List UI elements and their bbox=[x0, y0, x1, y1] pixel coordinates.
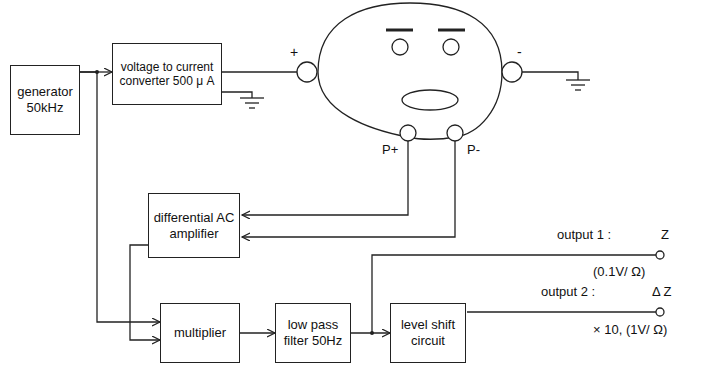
signal-connector bbox=[130, 245, 160, 340]
signal-name: Δ Z bbox=[651, 285, 673, 300]
electrode bbox=[447, 125, 463, 141]
ground-symbol bbox=[566, 79, 590, 80]
eye bbox=[443, 39, 459, 55]
generator-box: generator 50kHz bbox=[10, 65, 80, 135]
wire bbox=[467, 311, 656, 312]
box-text: generator 50kHz bbox=[15, 84, 75, 115]
electrode bbox=[502, 62, 522, 82]
output-terminal bbox=[656, 308, 664, 316]
head-outline bbox=[318, 3, 502, 139]
output-name: output 2 : bbox=[540, 285, 596, 300]
wire bbox=[242, 141, 455, 237]
box-text: level shift circuit bbox=[395, 317, 461, 348]
filter-box: low pass filter 50Hz bbox=[275, 303, 351, 363]
scale-note: × 10, (1V/ Ω) bbox=[592, 323, 668, 338]
wire bbox=[222, 92, 252, 98]
scale-note: (0.1V/ Ω) bbox=[592, 265, 646, 280]
wire bbox=[242, 141, 408, 215]
box-text: differential AC amplifier bbox=[153, 210, 235, 241]
eyebrow bbox=[438, 29, 465, 32]
ground-symbol bbox=[245, 102, 259, 103]
ground-symbol bbox=[571, 84, 585, 85]
output-name: output 1 : bbox=[556, 228, 612, 243]
wire bbox=[522, 72, 578, 80]
ground-symbol bbox=[575, 89, 581, 90]
signal-name: Z bbox=[660, 228, 670, 243]
box-text: low pass filter 50Hz bbox=[280, 317, 346, 348]
eyebrow bbox=[386, 29, 413, 32]
ground-symbol bbox=[240, 97, 264, 98]
pin-name: P+ bbox=[381, 143, 399, 158]
mouth bbox=[402, 90, 458, 110]
wire bbox=[222, 71, 297, 72]
terminal-sign: - bbox=[516, 44, 523, 60]
signal-connector bbox=[240, 332, 275, 333]
eye bbox=[392, 39, 408, 55]
electrode bbox=[297, 62, 317, 82]
converter-box: voltage to current converter 500 μ A bbox=[112, 43, 222, 105]
electrode bbox=[400, 125, 416, 141]
level-shift-box: level shift circuit bbox=[390, 303, 466, 363]
amplifier-box: differential AC amplifier bbox=[148, 193, 240, 258]
multiplier-box: multiplier bbox=[160, 303, 240, 363]
ground-symbol bbox=[249, 107, 255, 108]
pin-name: P- bbox=[466, 143, 481, 158]
signal-connector bbox=[351, 332, 390, 333]
box-text: voltage to current converter 500 μ A bbox=[117, 60, 217, 89]
output-terminal bbox=[656, 251, 664, 259]
box-text: multiplier bbox=[174, 325, 226, 341]
terminal-sign: + bbox=[289, 44, 299, 60]
